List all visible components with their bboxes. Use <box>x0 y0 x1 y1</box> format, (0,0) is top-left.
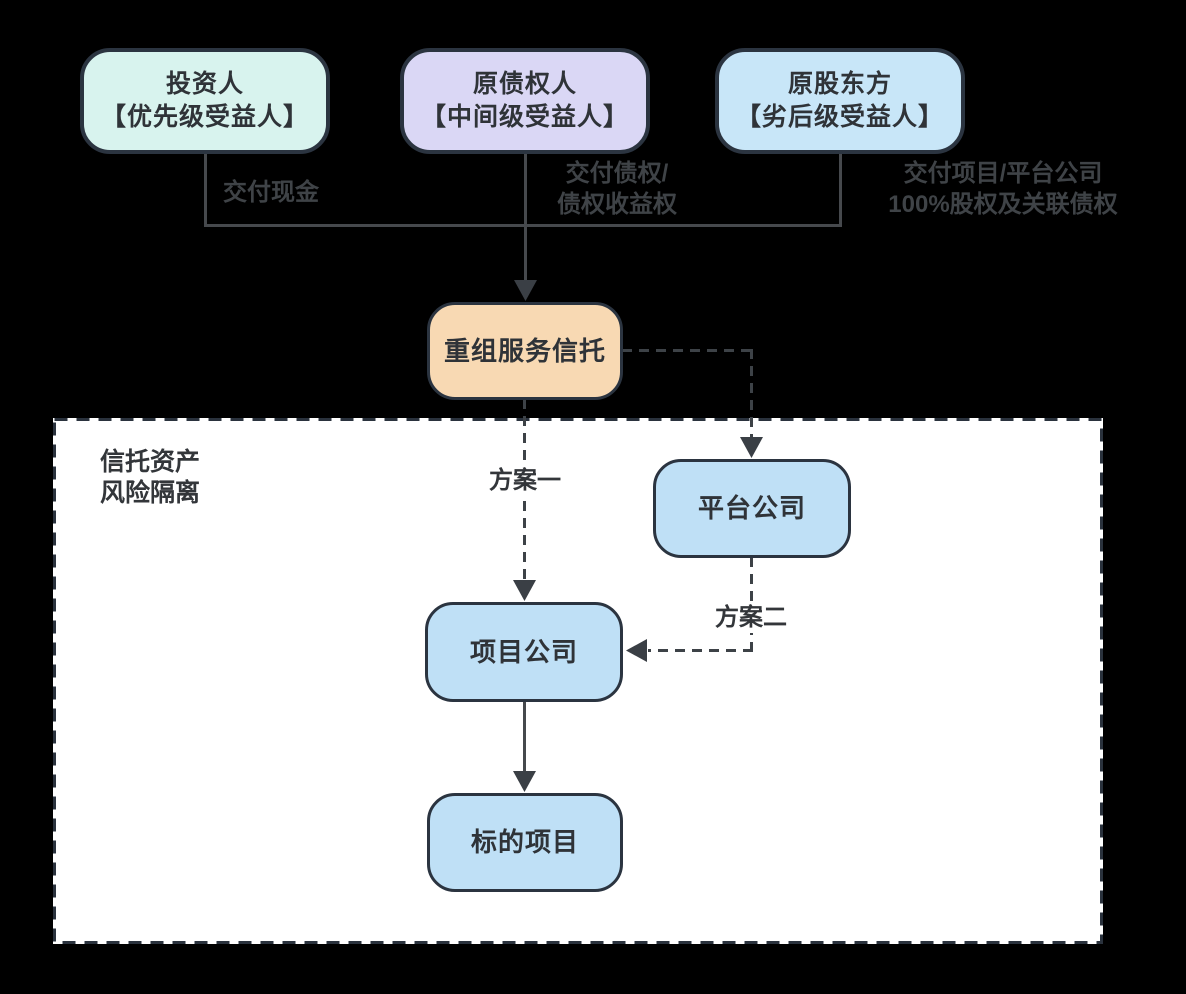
edge-label-debt-line2: 债权收益权 <box>557 191 677 218</box>
arrowhead-down-target-icon <box>513 771 536 792</box>
edge-label-debt: 交付债权/ 债权收益权 <box>497 158 737 220</box>
edge-label-cash: 交付现金 <box>223 179 319 206</box>
node-shareholder: 原股东方 【劣后级受益人】 <box>715 48 965 154</box>
edge-label-plan1: 方案一 <box>475 465 575 496</box>
node-creditor-line2: 【中间级受益人】 <box>420 103 629 131</box>
arrowhead-down-project-icon <box>513 580 536 601</box>
node-creditor-line1: 原债权人 <box>472 70 577 98</box>
arrowhead-down-platform-icon <box>740 437 763 458</box>
edge-label-plan2: 方案二 <box>701 602 801 633</box>
edge-label-equity-line1: 交付项目/平台公司 <box>903 160 1103 187</box>
isolation-container-dashed-border <box>53 418 1103 944</box>
node-target-label: 标的项目 <box>470 827 579 857</box>
arrowhead-down-trust-icon <box>514 280 537 301</box>
edge-top-bus-lines <box>204 152 842 227</box>
edge-label-equity: 交付项目/平台公司 100%股权及关联债权 <box>860 158 1146 220</box>
node-shareholder-line1: 原股东方 <box>787 70 892 98</box>
node-investor-line2: 【优先级受益人】 <box>100 103 309 131</box>
node-trust-label: 重组服务信托 <box>443 335 606 366</box>
node-trust: 重组服务信托 <box>427 302 623 400</box>
node-project: 项目公司 <box>425 602 623 702</box>
node-project-label: 项目公司 <box>469 636 578 667</box>
isolation-container-label: 信托资产 风险隔离 <box>100 447 200 509</box>
arrowhead-left-project-icon <box>626 639 647 662</box>
node-creditor: 原债权人 【中间级受益人】 <box>400 48 650 154</box>
node-platform: 平台公司 <box>653 459 851 558</box>
edge-platform-to-project-dashed <box>648 557 753 652</box>
node-investor: 投资人 【优先级受益人】 <box>80 48 330 154</box>
isolation-label-line1: 信托资产 <box>100 448 201 476</box>
isolation-label-line2: 风险隔离 <box>100 479 201 507</box>
node-platform-label: 平台公司 <box>697 493 806 523</box>
edge-trust-to-platform-dashed <box>622 349 753 438</box>
node-investor-line1: 投资人 <box>165 70 244 98</box>
edge-label-equity-line2: 100%股权及关联债权 <box>888 191 1118 218</box>
node-shareholder-line2: 【劣后级受益人】 <box>735 103 944 131</box>
node-target: 标的项目 <box>427 793 623 892</box>
edge-label-debt-line1: 交付债权/ <box>565 160 669 187</box>
